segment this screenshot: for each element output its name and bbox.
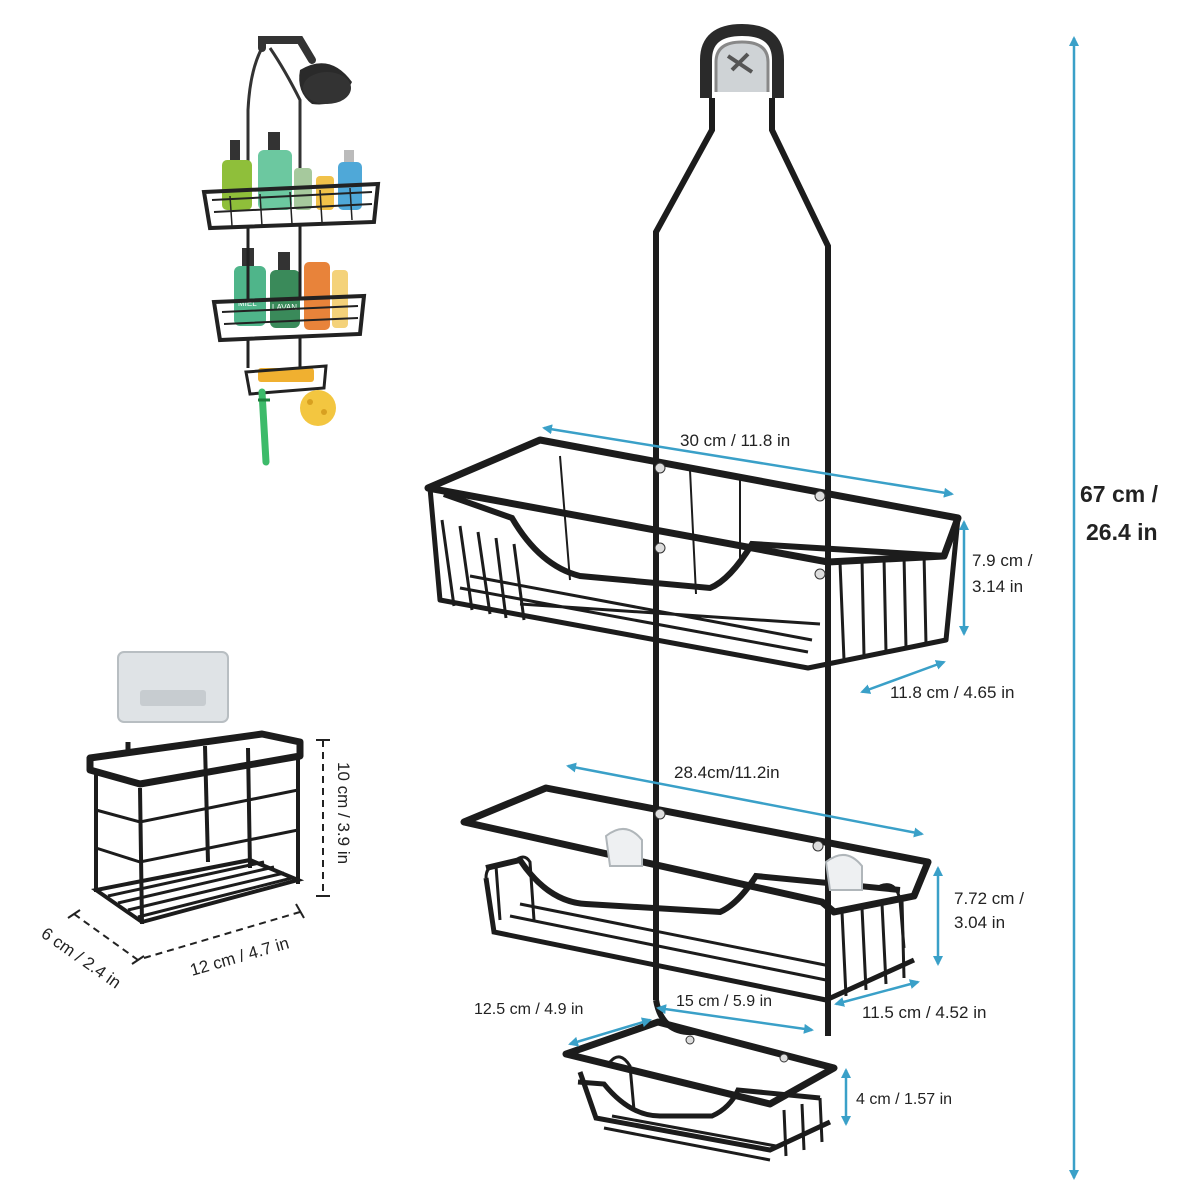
middle-width-arrow [566, 762, 924, 838]
soap-width-label: 15 cm / 5.9 in [676, 993, 772, 1010]
top-width-arrow [542, 424, 954, 498]
soap-height-label: 4 cm / 1.57 in [856, 1091, 952, 1108]
bottles-middle-shelf: MIEL LAVAN [234, 248, 348, 330]
shower-caddy-diagram [424, 23, 962, 1162]
middle-basket [460, 784, 932, 1003]
top-width-label: 30 cm / 11.8 in [680, 431, 790, 450]
holder-depth-label: 6 cm / 2.4 in [38, 924, 125, 993]
dimension-labels: 67 cm / 26.4 in 30 cm / 11.8 in 7.9 cm /… [474, 431, 1159, 1108]
toothbrush-holder-diagram [86, 651, 305, 925]
holder-depth-dimension: 6 cm / 2.4 in [38, 909, 145, 993]
middle-height-label-in: 3.04 in [954, 913, 1005, 932]
soap-depth-arrow [568, 1017, 652, 1047]
thumbnail-middle-basket [211, 293, 367, 343]
middle-depth-arrow [834, 979, 920, 1007]
thumbnail-top-basket [201, 181, 381, 231]
top-basket [424, 436, 962, 671]
suction-cup [824, 854, 863, 891]
bottle-label: MIEL [238, 299, 257, 308]
bottle-label: LAVAN [272, 303, 297, 312]
soap-width-arrow [656, 1004, 814, 1034]
toothbrush-icon [258, 388, 270, 466]
total-height-label-in: 26.4 in [1086, 519, 1158, 545]
soap-dish-basket [562, 1018, 838, 1162]
top-depth-label: 11.8 cm / 4.65 in [890, 683, 1014, 702]
holder-height-label: 10 cm / 3.9 in [334, 762, 353, 864]
adhesive-hook-plate [117, 651, 229, 723]
top-depth-arrow [860, 660, 946, 694]
middle-depth-label: 11.5 cm / 4.52 in [862, 1003, 986, 1022]
total-height-label-cm: 67 cm / [1080, 481, 1159, 507]
top-height-label-in: 3.14 in [972, 577, 1023, 596]
shower-head-icon [258, 36, 352, 105]
suction-cup [604, 828, 643, 867]
top-height-label-cm: 7.9 cm / [972, 551, 1033, 570]
thumbnail-soap-dish [244, 364, 336, 426]
holder-height-dimension: 10 cm / 3.9 in [316, 739, 353, 897]
soap-depth-label: 12.5 cm / 4.9 in [474, 1001, 583, 1018]
dimension-arrows [542, 36, 1079, 1180]
middle-height-label-cm: 7.72 cm / [954, 889, 1024, 908]
middle-width-label: 28.4cm/11.2in [674, 763, 780, 782]
thumbnail-shower-caddy-in-use: MIEL LAVAN [201, 36, 381, 466]
hanger-hook [700, 23, 784, 98]
